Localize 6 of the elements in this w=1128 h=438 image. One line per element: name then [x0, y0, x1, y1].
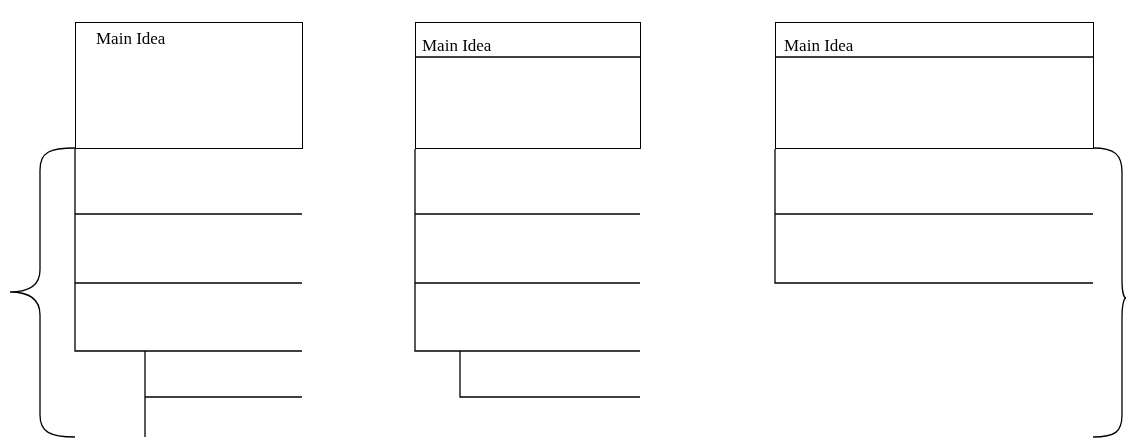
main-idea-box — [775, 22, 1094, 149]
main-idea-box — [415, 22, 641, 149]
box-heading: Main Idea — [422, 36, 492, 56]
box-heading: Main Idea — [96, 29, 166, 49]
main-idea-box — [75, 22, 303, 149]
box-heading: Main Idea — [784, 36, 854, 56]
